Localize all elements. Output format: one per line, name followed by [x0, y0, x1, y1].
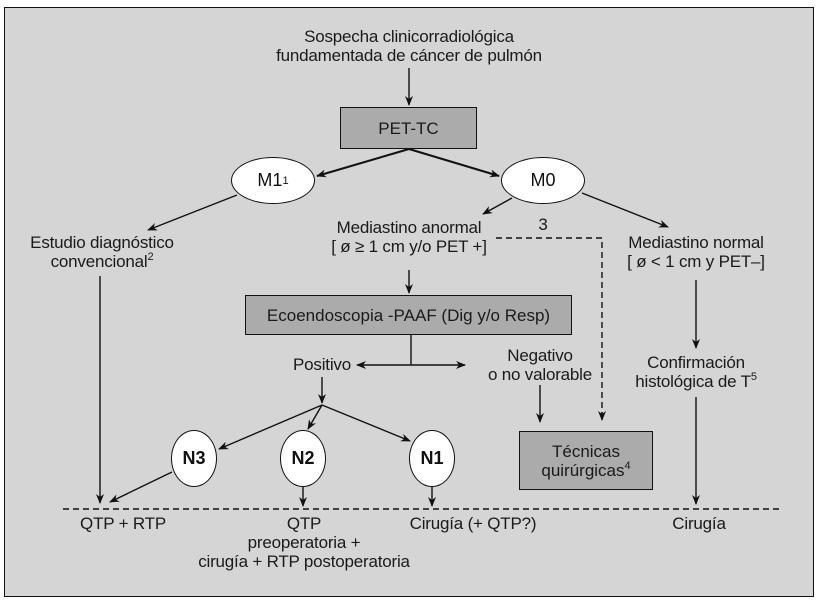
tecnicas-line1: Técnicas	[551, 441, 621, 461]
m0-label: M0	[530, 170, 556, 190]
qtp-pre-line2: preoperatoria +	[247, 533, 361, 552]
estudio-footnote: 2	[147, 251, 154, 263]
negativo-node: Negativo o no valorable	[488, 346, 592, 384]
qtp-pre-line1: QTP	[286, 514, 322, 533]
anormal-line1: Mediastino anormal	[336, 218, 482, 237]
arrow-branch-to-n1	[321, 404, 411, 442]
n2-node: N2	[280, 430, 326, 487]
negativo-line1: Negativo	[507, 346, 573, 365]
qtp-pre-line3: cirugía + RTP postoperatoria	[198, 552, 410, 571]
outcome-qtp-preoperatoria: QTP preoperatoria + cirugía + RTP postop…	[198, 514, 410, 571]
tecnicas-footnote: 4	[624, 459, 631, 472]
confirmacion-footnote: 5	[750, 371, 757, 383]
outcome-cirugia-qtp: Cirugía (+ QTP?)	[409, 514, 537, 533]
ecoendoscopia-label: Ecoendoscopia -PAAF (Dig y/o Resp)	[266, 305, 551, 325]
estudio-node: Estudio diagnóstico convencional2	[30, 233, 174, 271]
arrow-m1-to-estudio	[147, 194, 238, 231]
m0-node: M0	[501, 157, 585, 204]
arrow-branch-to-n3	[218, 404, 323, 450]
arrow-pettc-to-m1	[316, 148, 410, 178]
arrow-n3-to-qtp-rtp	[109, 471, 173, 503]
arrow-pettc-to-m0	[408, 148, 500, 178]
start-line2: fundamentada de cáncer de pulmón	[276, 46, 542, 65]
dashed-path-note: 3	[538, 215, 548, 234]
n1-label: N1	[420, 448, 444, 468]
n3-node: N3	[171, 430, 217, 487]
tecnicas-line2: quirúrgicas	[541, 460, 625, 480]
normal-line2: [ ø < 1 cm y PET–]	[627, 252, 765, 271]
outcome-qtp-rtp: QTP + RTP	[80, 514, 166, 533]
start-line1: Sospecha clinicorradiológica	[304, 27, 514, 46]
tecnicas-box: Técnicas quirúrgicas4	[519, 431, 653, 490]
anormal-line2: [ ø ≥ 1 cm y/o PET +]	[331, 237, 487, 256]
n3-label: N3	[182, 448, 206, 468]
confirmacion-node: Confirmación histológica de T5	[635, 353, 757, 391]
arrow-branch-to-n2	[307, 404, 323, 430]
m1-label: M1	[257, 170, 283, 190]
confirmacion-line1: Confirmación	[647, 353, 745, 372]
start-node: Sospecha clinicorradiológica fundamentad…	[276, 27, 542, 65]
dashed-path-3	[496, 237, 603, 419]
estudio-line2: convencional	[50, 252, 148, 271]
arrow-m0-to-normal	[581, 192, 669, 228]
n1-node: N1	[409, 430, 455, 487]
mediastino-anormal-node: Mediastino anormal [ ø ≥ 1 cm y/o PET +]	[331, 218, 487, 256]
ecoendoscopia-box: Ecoendoscopia -PAAF (Dig y/o Resp)	[245, 295, 572, 335]
normal-line1: Mediastino normal	[628, 233, 764, 252]
n2-label: N2	[291, 448, 315, 468]
confirmacion-line2: histológica de T	[635, 372, 751, 391]
arrow-m0-to-anormal	[482, 197, 513, 215]
outcome-cirugia: Cirugía	[672, 514, 726, 533]
pet-tc-box: PET-TC	[340, 107, 477, 149]
negativo-line2: o no valorable	[488, 365, 592, 384]
mediastino-normal-node: Mediastino normal [ ø < 1 cm y PET–]	[627, 233, 765, 271]
estudio-line1: Estudio diagnóstico	[30, 233, 174, 252]
positivo-label: Positivo	[293, 355, 351, 374]
pet-tc-label: PET-TC	[378, 118, 439, 138]
